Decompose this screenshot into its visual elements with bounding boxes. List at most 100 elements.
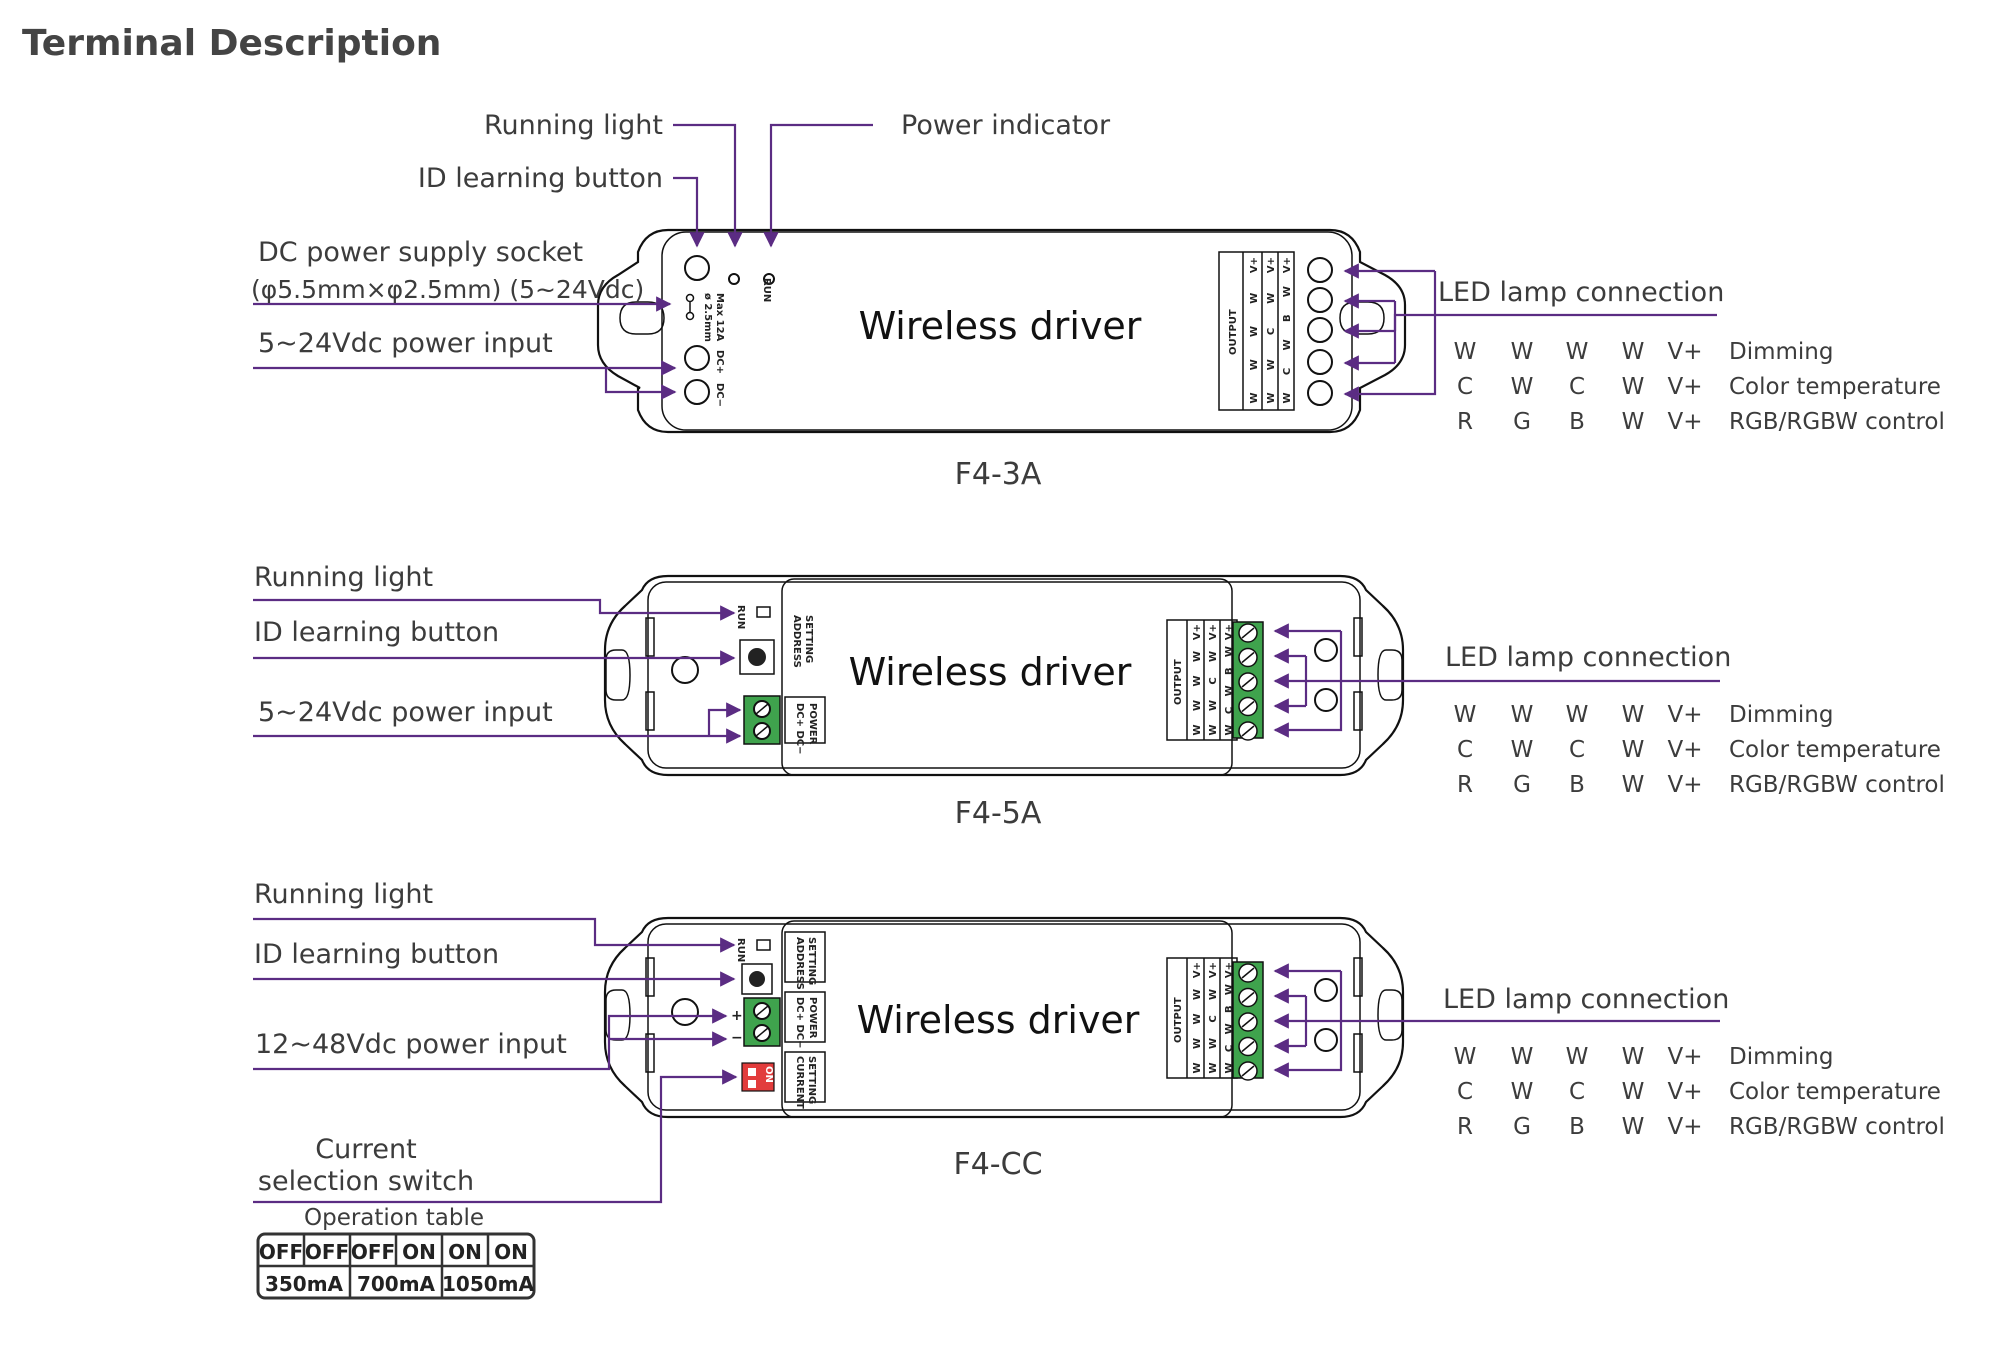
f4-3a-running-light-label: Running light	[484, 110, 663, 141]
mode-label: RGB/RGBW control	[1729, 409, 1945, 435]
current-value-cell: 350mA	[265, 1272, 344, 1296]
f4-5a-id-button	[739, 639, 775, 675]
f4-5a-mount-hole	[671, 656, 699, 684]
f4-5a-run-led	[756, 606, 771, 618]
f4-3a-output-terminal	[1307, 349, 1333, 375]
f4-3a-output-table	[1218, 251, 1295, 411]
output-table-cell: V+	[1224, 624, 1235, 640]
model-f4-3a: RUN Max 12A ø 2.5mm DC+ DC− Wireless dri…	[251, 110, 1945, 492]
output-table-cell: C	[1224, 707, 1235, 714]
f4-3a-dcminus-terminal	[684, 379, 710, 405]
mode-label: Dimming	[1729, 1044, 1833, 1070]
f4-5a-output-header: OUTPUT	[1173, 659, 1184, 705]
f4-3a-dia-text: ø 2.5mm	[702, 293, 713, 342]
output-table-cell: W	[1249, 326, 1260, 337]
f4-3a-dcminus-text: DC−	[714, 383, 725, 407]
f4-cc-current-switch-label-1: Current	[315, 1134, 416, 1165]
f4-cc-setting2-text: SETTING	[806, 1056, 817, 1104]
mode-label: RGB/RGBW control	[1729, 772, 1945, 798]
f4-3a-max-text: Max 12A	[714, 293, 725, 342]
f4-3a-output-header: OUTPUT	[1228, 309, 1239, 355]
output-table-cell: V+	[1208, 624, 1219, 640]
mode-cell: V+	[1667, 409, 1702, 435]
output-table-cell: W	[1192, 700, 1203, 711]
f4-5a-address-text: ADDRESS	[791, 615, 802, 668]
mode-cell: B	[1569, 1114, 1585, 1140]
mode-cell: W	[1622, 339, 1645, 365]
output-table-cell: B	[1224, 667, 1235, 675]
f4-cc-dip-switch	[741, 1062, 775, 1092]
mode-cell: R	[1457, 772, 1473, 798]
output-table-cell: W	[1208, 724, 1219, 735]
f4-cc-dcpm-text: DC+ DC−	[794, 997, 805, 1049]
output-table-cell: W	[1266, 293, 1277, 304]
f4-5a-dcpm-text: DC+ DC−	[794, 703, 805, 755]
mode-cell: G	[1513, 409, 1531, 435]
mode-cell: W	[1511, 1079, 1534, 1105]
output-table-cell: W	[1192, 675, 1203, 686]
mode-label: Color temperature	[1729, 374, 1941, 400]
mode-cell: W	[1511, 702, 1534, 728]
f4-3a-mount-hole-left	[619, 301, 665, 335]
mode-label: Color temperature	[1729, 737, 1941, 763]
f4-cc-model-name: F4-CC	[953, 1147, 1042, 1182]
mode-cell: W	[1454, 702, 1477, 728]
f4-cc-output-header: OUTPUT	[1173, 997, 1184, 1043]
output-table-cell: C	[1266, 328, 1277, 335]
f4-3a-dc-socket-label: DC power supply socket	[258, 237, 583, 268]
f4-cc-power-input-label: 12~48Vdc power input	[255, 1029, 567, 1060]
f4-cc-current-box	[784, 1051, 826, 1103]
output-table-cell: W	[1224, 724, 1235, 735]
output-table-cell: W	[1249, 293, 1260, 304]
output-table-cell: W	[1192, 1062, 1203, 1073]
f4-3a-run-text: RUN	[761, 278, 772, 302]
model-f4-5a: Wireless driver RUN ADDRESS SETTING POWE…	[253, 562, 1945, 831]
output-table-cell: W	[1208, 1038, 1219, 1049]
output-table-cell: V+	[1208, 962, 1219, 978]
current-value-cell: 700mA	[357, 1272, 436, 1296]
mode-cell: W	[1454, 1044, 1477, 1070]
f4-5a-run-text: RUN	[735, 605, 746, 629]
output-table-cell: V+	[1282, 257, 1293, 273]
mode-cell: B	[1569, 772, 1585, 798]
f4-3a-output-terminal	[1307, 257, 1333, 283]
output-table-cell: W	[1192, 989, 1203, 1000]
model-f4-cc: Wireless driver RUN ADDRESS SETTING + − …	[253, 879, 1945, 1300]
output-table-cell: C	[1282, 368, 1293, 375]
f4-3a-dcplus-text: DC+	[714, 350, 725, 374]
mode-label: Dimming	[1729, 702, 1833, 728]
mode-cell: V+	[1667, 702, 1702, 728]
mode-cell: R	[1457, 409, 1473, 435]
f4-cc-power-box	[784, 991, 826, 1043]
f4-cc-current-text: CURRENT	[794, 1056, 805, 1109]
mode-cell: W	[1622, 409, 1645, 435]
f4-3a-output-terminal	[1307, 317, 1333, 343]
f4-3a-device-label: Wireless driver	[859, 304, 1142, 348]
switch-state-cell: OFF	[305, 1240, 349, 1264]
f4-cc-address-text: ADDRESS	[794, 937, 805, 990]
f4-5a-model-name: F4-5A	[955, 796, 1042, 831]
f4-3a-led-label: LED lamp connection	[1438, 277, 1724, 308]
mode-label: Color temperature	[1729, 1079, 1941, 1105]
f4-cc-led-label: LED lamp connection	[1443, 984, 1729, 1015]
output-table-cell: V+	[1192, 624, 1203, 640]
mode-cell: R	[1457, 1114, 1473, 1140]
mode-cell: G	[1513, 1114, 1531, 1140]
f4-cc-mount-slot-right	[1377, 989, 1403, 1041]
f4-5a-power-box	[784, 696, 826, 744]
output-table-cell: W	[1224, 1062, 1235, 1073]
mode-cell: V+	[1667, 339, 1702, 365]
operation-table-title: Operation table	[304, 1205, 484, 1231]
output-table-cell: W	[1224, 1023, 1235, 1034]
switch-state-cell: ON	[402, 1240, 436, 1264]
mode-cell: V+	[1667, 737, 1702, 763]
output-table-cell: C	[1208, 677, 1219, 684]
f4-cc-housing	[603, 916, 1405, 1119]
mode-cell: W	[1566, 339, 1589, 365]
f4-3a-output-terminal	[1307, 287, 1333, 313]
